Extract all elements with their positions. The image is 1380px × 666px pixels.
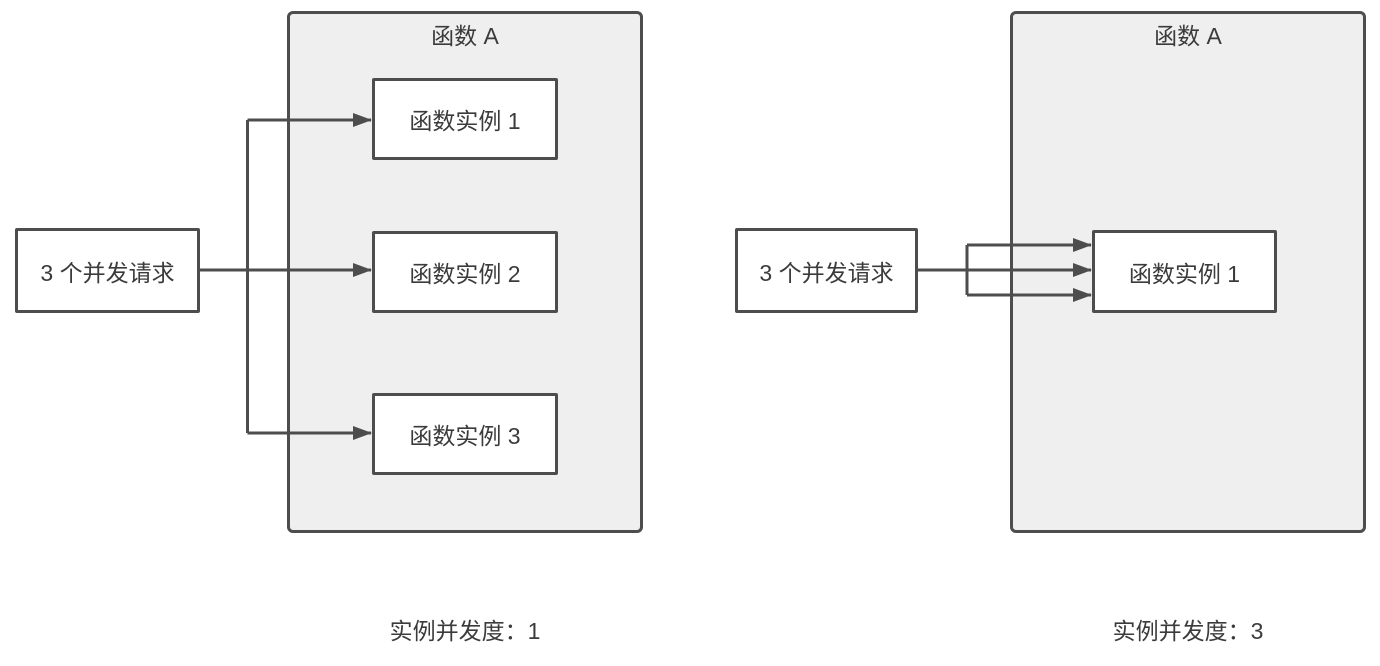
instance-box-left-3: 函数实例 3 — [372, 393, 558, 475]
function-title-left: 函数 A — [431, 23, 499, 49]
request-label-right: 3 个并发请求 — [759, 259, 894, 286]
request-box-right: 3 个并发请求 — [735, 228, 918, 313]
request-label-left: 3 个并发请求 — [40, 259, 175, 286]
instance-label-left-2: 函数实例 2 — [409, 261, 521, 287]
instance-label-left-1: 函数实例 1 — [409, 108, 521, 134]
request-box-left: 3 个并发请求 — [15, 228, 200, 313]
caption-left: 实例并发度：1 — [389, 618, 541, 644]
instance-box-right-1: 函数实例 1 — [1092, 230, 1277, 313]
caption-right: 实例并发度：3 — [1112, 618, 1264, 644]
instance-label-right-1: 函数实例 1 — [1128, 260, 1241, 287]
function-title-right: 函数 A — [1154, 23, 1222, 49]
instance-box-left-2: 函数实例 2 — [372, 231, 558, 313]
instance-label-left-3: 函数实例 3 — [409, 423, 521, 449]
instance-box-left-1: 函数实例 1 — [372, 78, 558, 160]
